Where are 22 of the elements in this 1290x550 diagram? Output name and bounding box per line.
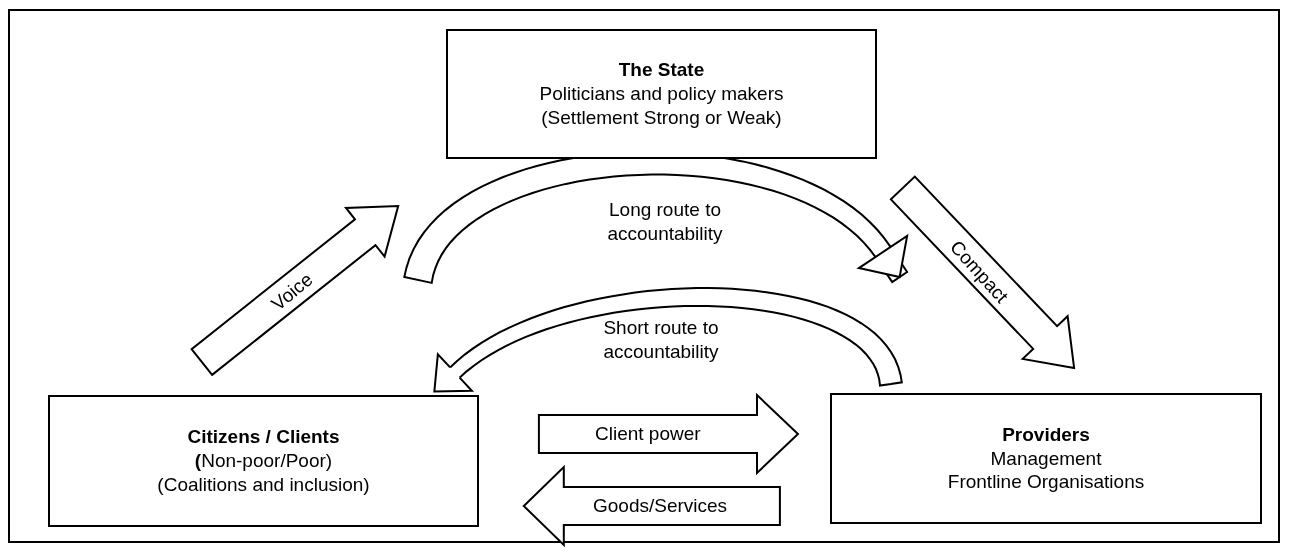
node-box (446, 29, 877, 159)
block-arrow (537, 392, 800, 476)
block-arrow (190, 205, 400, 377)
edge-label: Voice (266, 267, 318, 316)
node-text: Frontline Organisations (947, 470, 1145, 495)
edge-label: Client power (595, 422, 701, 446)
node-text: Politicians and policy makers (539, 82, 784, 106)
node-title: Citizens / Clients (187, 425, 340, 450)
edge-label: Short route to accountability (602, 316, 720, 364)
node-title: Providers (1002, 422, 1090, 447)
edge-label: Goods/Services (593, 494, 728, 518)
node-text: (Non-poor/Poor) (194, 449, 333, 473)
node-text: (Settlement Strong or Weak) (541, 105, 782, 130)
block-arrow (889, 175, 1076, 370)
route-label: Long route to accountability (606, 198, 724, 246)
block-arrow (433, 287, 903, 393)
node-box (48, 395, 479, 527)
node-box (830, 393, 1262, 524)
node-title: The State (618, 58, 705, 83)
node-text: (Coalitions and inclusion) (157, 472, 370, 497)
block-arrow (522, 464, 781, 548)
node-text: Management (990, 446, 1102, 471)
